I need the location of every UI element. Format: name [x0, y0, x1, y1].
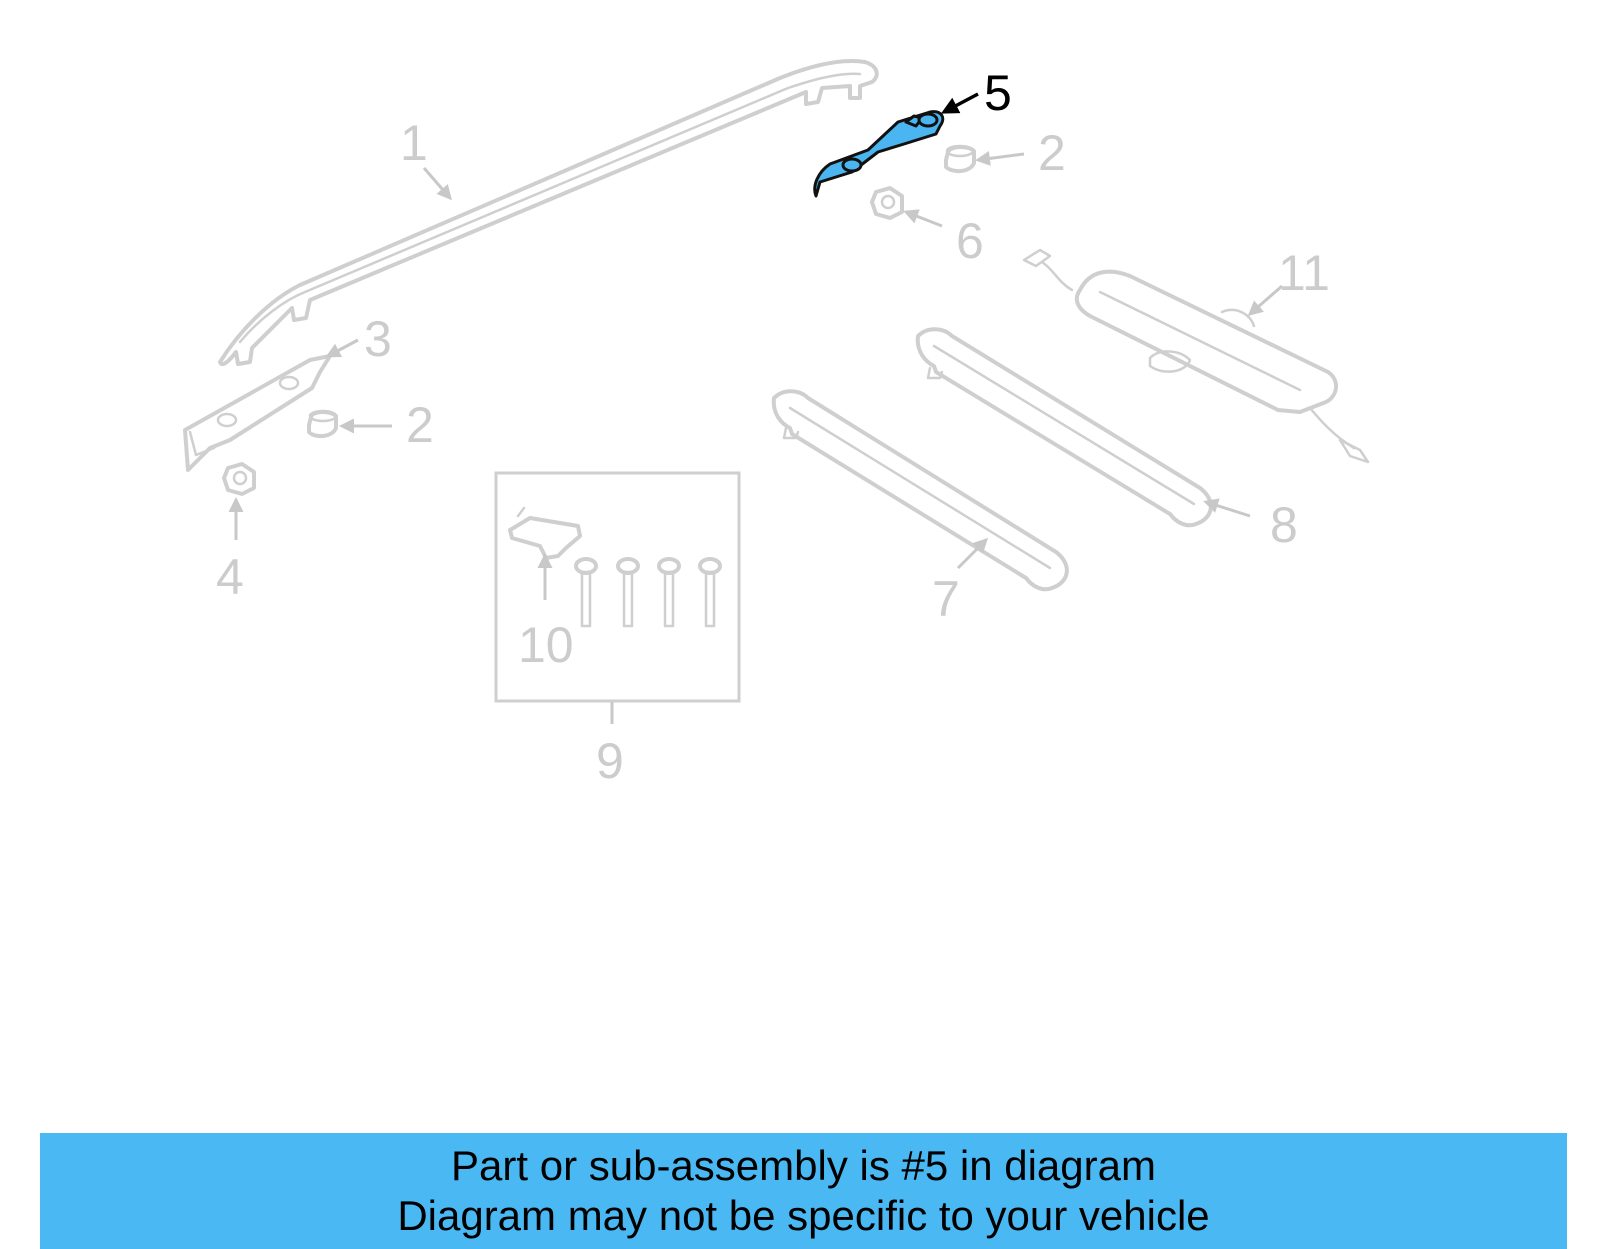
callout-6: 6: [956, 213, 984, 269]
leader-7: [956, 537, 989, 570]
part-7-rail[interactable]: [771, 389, 1069, 592]
leader-6: [903, 209, 943, 228]
part-4-nut[interactable]: [222, 462, 256, 496]
leader-11: [1247, 284, 1283, 316]
callout-7: 7: [932, 571, 960, 627]
screws: [574, 557, 722, 628]
part-5-highlighted-bracket[interactable]: [813, 110, 945, 198]
leader-3: [325, 338, 359, 358]
callout-labels: 1 3 2 4 5 2 6 11 8 7 10 9: [216, 65, 1330, 789]
leader-5: [940, 92, 979, 114]
part-8-rail[interactable]: [915, 327, 1213, 528]
callout-3: 3: [364, 311, 392, 367]
part-3-bracket[interactable]: [183, 354, 332, 472]
part-6-nut[interactable]: [870, 186, 904, 220]
part-1-roof-rail[interactable]: [218, 58, 879, 367]
info-banner: Part or sub-assembly is #5 in diagram Di…: [40, 1133, 1567, 1249]
callout-9: 9: [596, 733, 624, 789]
leader-lines: [228, 92, 1283, 724]
callout-1: 1: [400, 115, 428, 171]
banner-line-2: Diagram may not be specific to your vehi…: [397, 1192, 1210, 1239]
leader-1: [422, 167, 452, 201]
callout-4: 4: [216, 549, 244, 605]
callout-10: 10: [518, 617, 574, 673]
part-2-nut-left[interactable]: [307, 409, 338, 439]
part-11-assembly[interactable]: [1022, 248, 1370, 464]
callout-5: 5: [984, 65, 1012, 121]
callout-2-right: 2: [1038, 125, 1066, 181]
callout-8: 8: [1270, 497, 1298, 553]
leader-2b: [975, 151, 1025, 166]
banner-line-1: Part or sub-assembly is #5 in diagram: [451, 1142, 1156, 1189]
leader-8: [1203, 498, 1251, 518]
callout-2-left: 2: [406, 397, 434, 453]
part-10-clip[interactable]: [508, 506, 582, 560]
part-2-nut-right[interactable]: [944, 144, 976, 174]
callout-11: 11: [1278, 245, 1330, 301]
part-9-kit-box[interactable]: [494, 471, 741, 703]
